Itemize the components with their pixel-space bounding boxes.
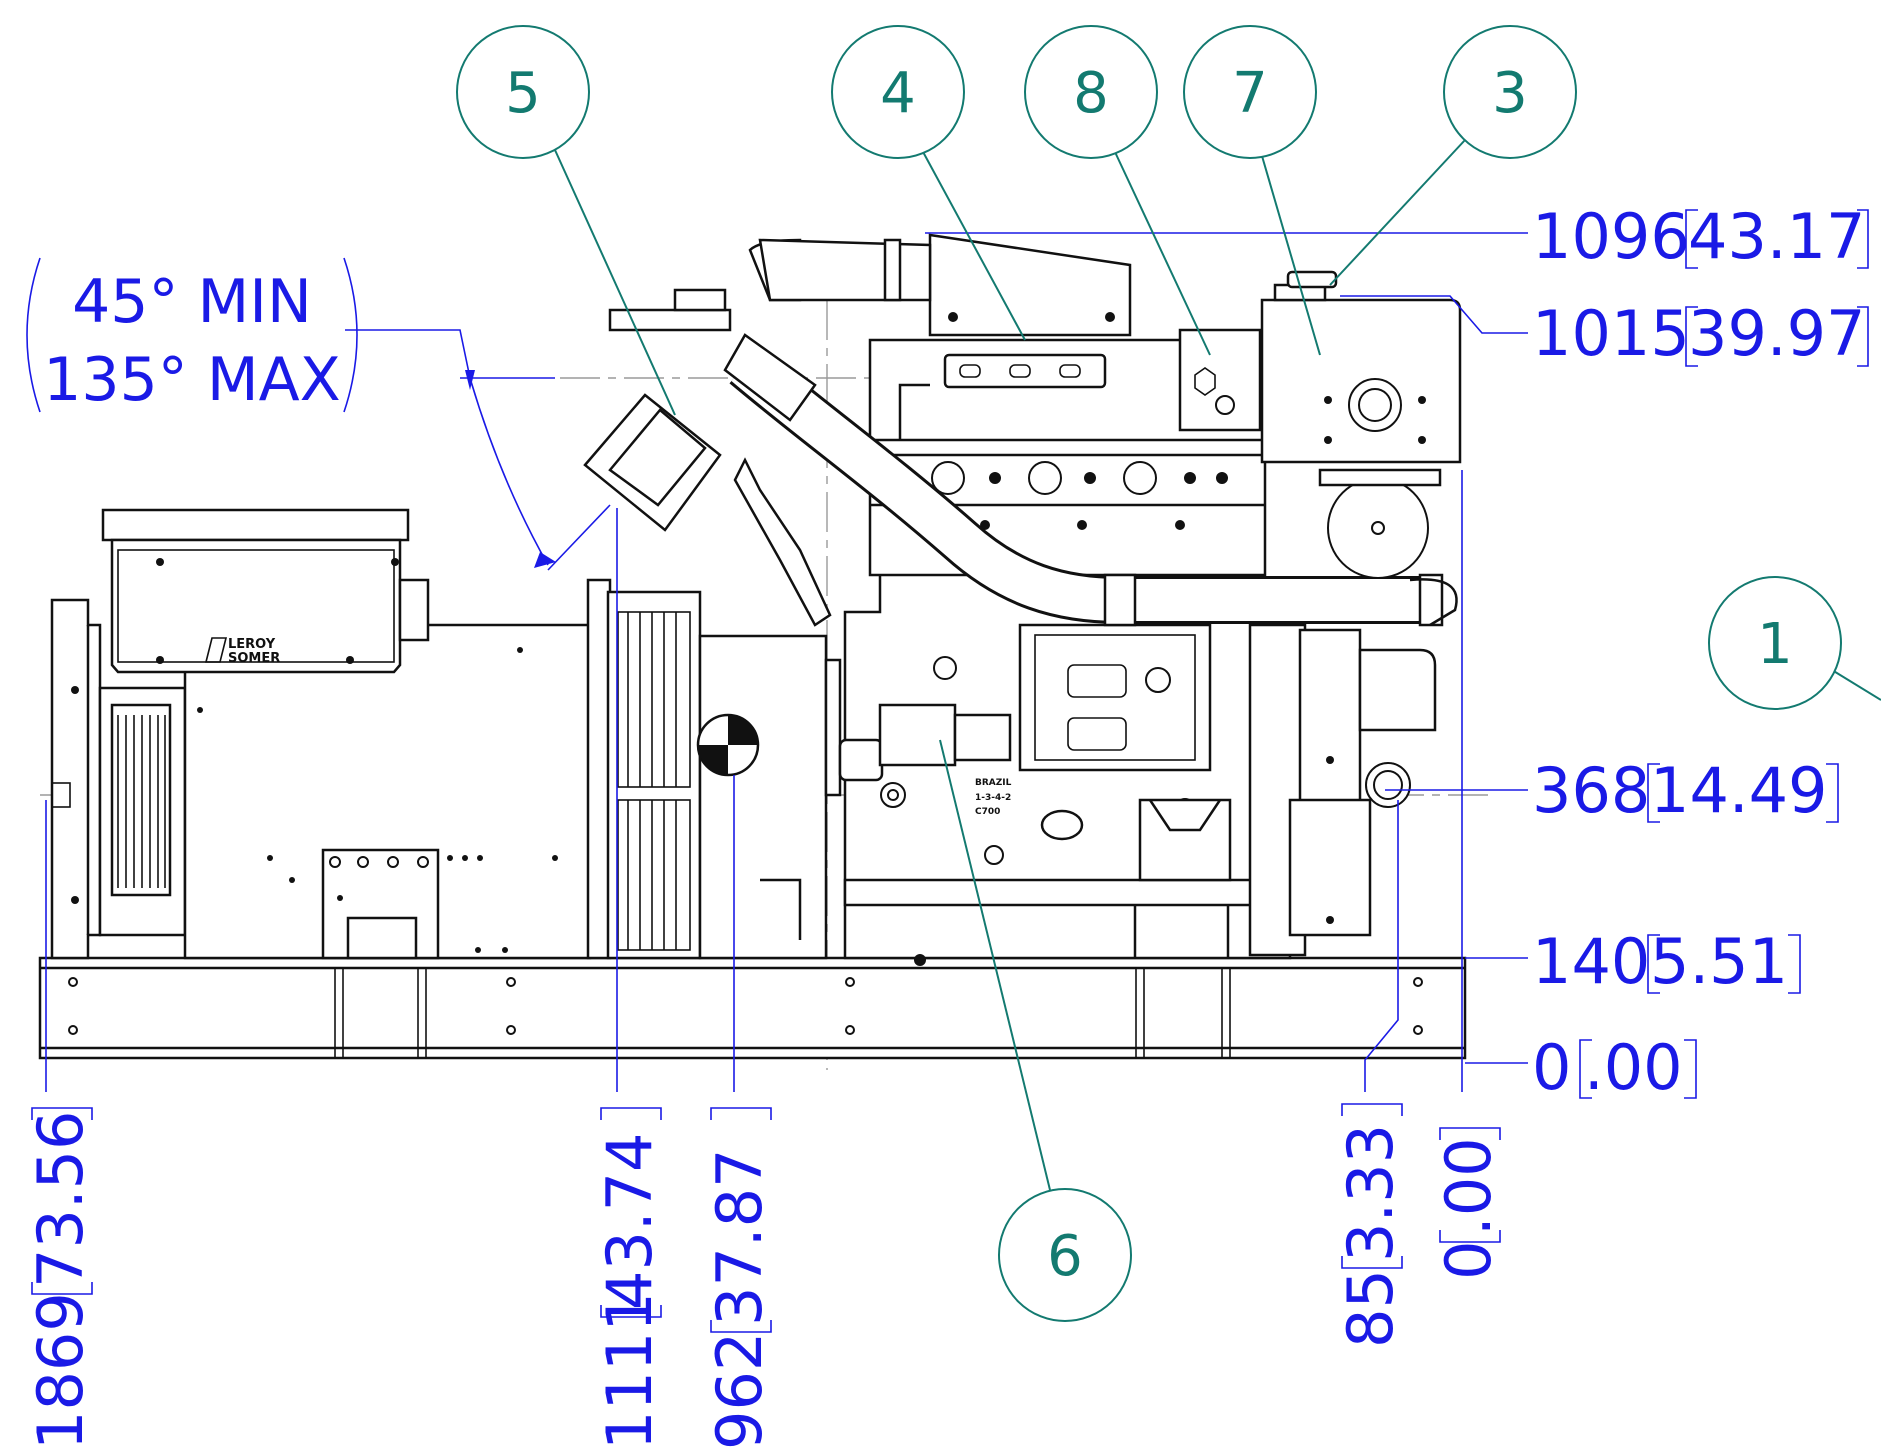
balloon-6-label: 6: [1047, 1224, 1083, 1289]
alternator: LEROY SOMER: [50, 508, 592, 960]
dim-1111: 1111 43.74: [593, 1107, 666, 1450]
dim-0-right-in: .00: [1584, 1031, 1683, 1104]
dim-368: 368 14.49: [1532, 754, 1839, 827]
balloon-8: 8: [1024, 25, 1211, 356]
ecm-module: [1018, 623, 1212, 772]
balloon-4-label: 4: [880, 61, 916, 126]
bottom-dimension-leaders: [45, 508, 1399, 1092]
engine-plate-line1: BRAZIL: [975, 778, 1012, 788]
balloon-5-label: 5: [505, 61, 541, 126]
dim-1096: 1096 43.17: [1532, 200, 1869, 273]
dim-962-in: 37.87: [703, 1149, 776, 1327]
dim-1015: 1015 39.97: [1532, 297, 1869, 370]
balloon-8-label: 8: [1073, 61, 1109, 126]
balloon-3-label: 3: [1492, 61, 1528, 126]
dim-140-mm: 140: [1532, 925, 1650, 998]
sea-water-pump: [1248, 623, 1437, 957]
angle-min: 45° MIN: [72, 267, 312, 337]
dim-0-bottom-mm: 0: [1432, 1241, 1505, 1280]
base-frame: [38, 956, 1467, 1060]
dim-0-right-mm: 0: [1532, 1031, 1571, 1104]
alternator-vent-grille: [117, 715, 166, 888]
dim-962: 962 37.87: [703, 1107, 776, 1450]
alternator-hardware: [71, 558, 558, 953]
engine-plate-line2: 1-3-4-2: [975, 793, 1011, 803]
dim-1869: 1869 73.56: [24, 1107, 97, 1450]
balloon-5: 5: [456, 25, 676, 416]
dim-140-in: 5.51: [1650, 925, 1788, 998]
dim-85: 85 3.33: [1334, 1103, 1407, 1348]
balloon-6: 6: [939, 739, 1132, 1322]
dim-1015-in: 39.97: [1688, 297, 1866, 370]
dim-1111-in: 43.74: [593, 1133, 666, 1311]
balloon-4: 4: [831, 25, 1026, 341]
exhaust-angle-note: 45° MIN 135° MAX: [26, 257, 611, 571]
dim-1869-in: 73.56: [24, 1111, 97, 1289]
balloon-1: 1: [1708, 576, 1881, 710]
alternator-brand-line2: SOMER: [228, 651, 280, 666]
dim-1111-mm: 1111: [593, 1292, 666, 1450]
dim-1096-mm: 1096: [1532, 200, 1690, 273]
dim-0-bottom: 0 .00: [1432, 1127, 1505, 1280]
dim-85-in: 3.33: [1334, 1124, 1407, 1262]
balloon-7: 7: [1183, 25, 1321, 356]
dim-85-mm: 85: [1334, 1269, 1407, 1348]
exhaust-manifold: [758, 233, 1267, 442]
right-dimension-leaders: [925, 232, 1528, 1092]
dim-368-mm: 368: [1532, 754, 1650, 827]
angle-max: 135° MAX: [43, 345, 341, 415]
engine-plate-line3: C700: [975, 807, 1000, 817]
balloon-7-label: 7: [1232, 61, 1268, 126]
exhaust-pipe: [723, 333, 1444, 627]
balloon-1-label: 1: [1757, 612, 1793, 677]
dim-0-right: 0 .00: [1532, 1031, 1697, 1104]
dim-140: 140 5.51: [1532, 925, 1801, 998]
dim-1096-in: 43.17: [1688, 200, 1866, 273]
balloon-3: 3: [1329, 25, 1577, 286]
dim-1869-mm: 1869: [24, 1292, 97, 1450]
dim-368-in: 14.49: [1650, 754, 1828, 827]
fuel-filter-assembly: BRAZIL 1-3-4-2 C700: [838, 703, 1012, 817]
dim-0-bottom-in: .00: [1432, 1137, 1505, 1236]
raw-water-pump: [1318, 468, 1458, 627]
dim-962-mm: 962: [703, 1332, 776, 1450]
dim-1015-mm: 1015: [1532, 297, 1690, 370]
alternator-brand-line1: LEROY: [228, 637, 276, 652]
center-of-gravity-icon: [696, 713, 760, 777]
